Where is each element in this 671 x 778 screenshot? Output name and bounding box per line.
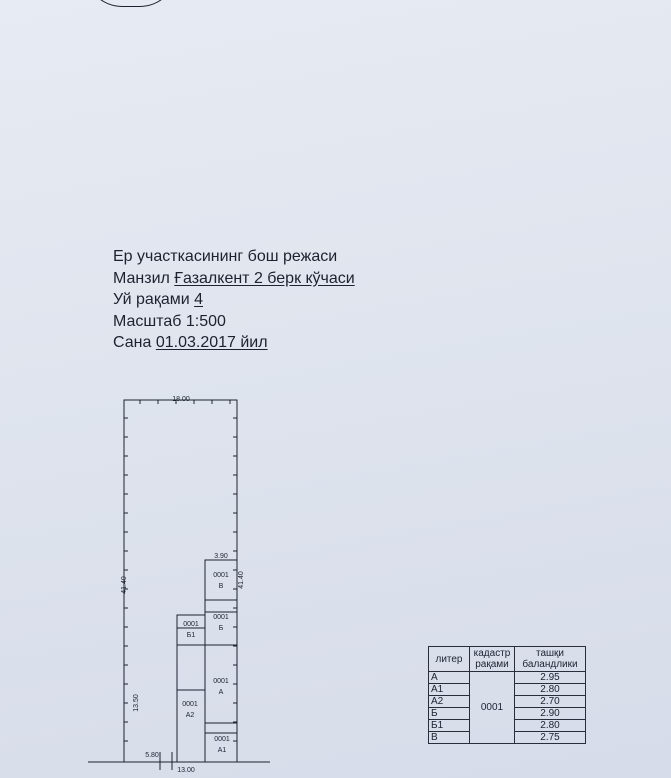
- dim-b-width: 3.90: [214, 553, 228, 560]
- row-height: 2.90: [514, 707, 586, 720]
- row-litera: В: [428, 731, 470, 744]
- building-b-letter: Б: [219, 625, 224, 632]
- document-header: Ер участкасининг бош режаси Манзил Ғазал…: [113, 246, 355, 354]
- legend-table: литер кадастр рақами ташқи баландлики А …: [428, 646, 586, 744]
- building-a-letter: А: [219, 689, 224, 696]
- dim-right: 41.40: [238, 571, 245, 589]
- row-litera: Б: [428, 707, 470, 720]
- row-height: 2.80: [514, 683, 586, 696]
- table-row: А 0001 2.95: [428, 671, 586, 744]
- dim-bottom-right: 13.00: [177, 767, 195, 774]
- legend-col-cadastre: кадастр рақами: [469, 646, 515, 672]
- row-litera: Б1: [428, 719, 470, 732]
- date-value: 01.03.2017 йил: [155, 334, 268, 351]
- scale-label: Масштаб: [113, 312, 182, 330]
- row-height: 2.75: [514, 731, 586, 744]
- building-b: [204, 599, 238, 646]
- row-height: 2.95: [514, 671, 586, 684]
- row-litera: А1: [428, 683, 470, 696]
- address-line: Манзил Ғазалкент 2 берк кўчаси: [113, 268, 355, 290]
- building-a2-code: 0001: [182, 701, 198, 708]
- building-a1-letter: А1: [218, 747, 227, 754]
- row-height: 2.80: [514, 719, 586, 732]
- table-row: Б 2.90: [428, 707, 586, 720]
- house-value: 4: [194, 291, 204, 308]
- dim-lower-left: 13.50: [133, 694, 140, 712]
- date-line: Сана 01.03.2017 йил: [113, 332, 355, 354]
- building-v-code: 0001: [213, 572, 229, 579]
- legend-col-height: ташқи баландлики: [514, 646, 586, 672]
- corner-stamp-arc: [85, 0, 177, 7]
- house-number-line: Уй рақами 4: [113, 289, 355, 311]
- document-title: Ер участкасининг бош режаси: [113, 248, 338, 265]
- building-b1-code: 0001: [183, 621, 199, 628]
- building-b1: [176, 614, 206, 646]
- row-litera: А: [428, 671, 470, 684]
- building-b1-letter: Б1: [187, 632, 196, 639]
- table-row: А1 2.80: [428, 683, 586, 696]
- building-v: [204, 559, 238, 601]
- building-a1: [204, 722, 238, 763]
- legend-col-litera: литер: [428, 646, 470, 672]
- row-height: 2.70: [514, 695, 586, 708]
- row-cadastre: 0001: [469, 671, 515, 744]
- table-row: В 2.75: [428, 731, 586, 744]
- site-plan-drawing: 18.00 41.40 41.40 13.50 5.80 13.00 3.90 …: [88, 396, 270, 774]
- legend-header-row: литер кадастр рақами ташқи баландлики: [428, 646, 586, 672]
- building-a2-letter: А2: [186, 712, 195, 719]
- plot-boundary: [123, 399, 238, 763]
- house-label: Уй рақами: [113, 291, 190, 308]
- date-label: Сана: [113, 334, 152, 351]
- building-a2: [176, 644, 206, 763]
- scale-line: Масштаб 1:500: [113, 311, 355, 333]
- building-a-code: 0001: [213, 678, 229, 685]
- building-a1-code: 0001: [214, 736, 230, 743]
- building-v-letter: В: [219, 583, 224, 590]
- dim-top: 18.00: [172, 396, 190, 403]
- row-litera: А2: [428, 695, 470, 708]
- dim-bottom-left: 5.80: [145, 752, 159, 759]
- building-b-code: 0001: [213, 614, 229, 621]
- address-label: Манзил: [113, 269, 170, 287]
- address-value: Ғазалкент 2 берк кўчаси: [174, 269, 355, 287]
- scale-value: 1:500: [185, 312, 226, 330]
- dim-left: 41.40: [121, 576, 128, 594]
